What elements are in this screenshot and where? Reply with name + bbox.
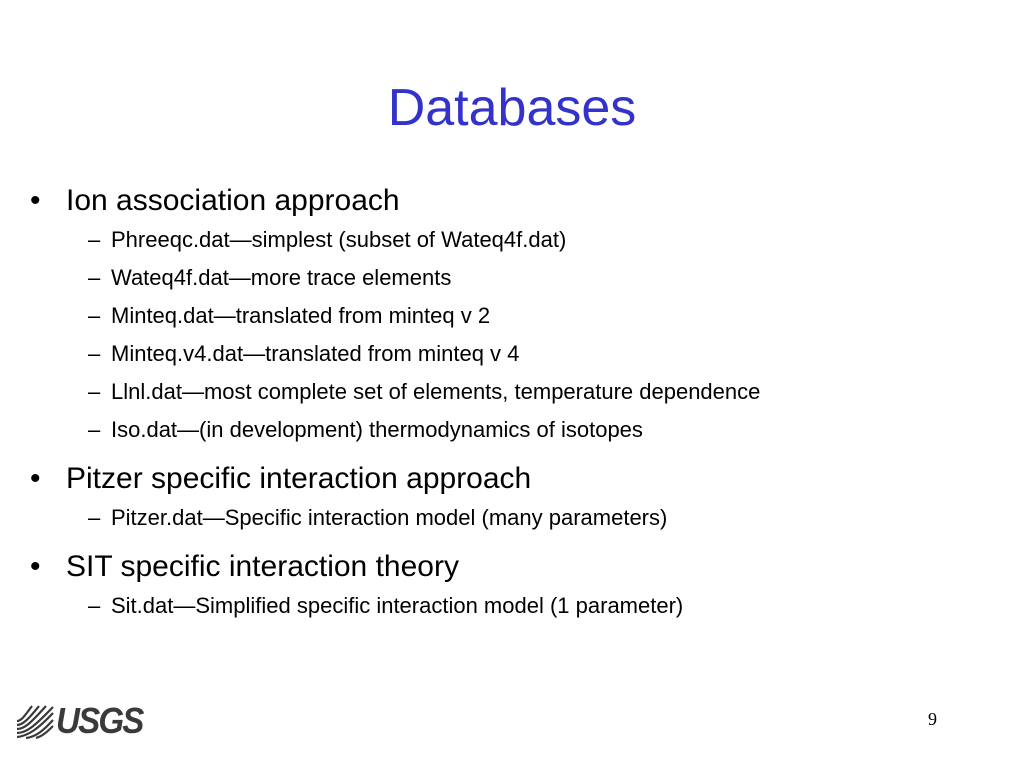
sub-bullet-text: Llnl.dat—most complete set of elements, … <box>111 379 761 404</box>
sub-bullet-item: – Llnl.dat—most complete set of elements… <box>88 373 1000 411</box>
bullet-marker: • <box>30 462 41 495</box>
sub-bullet-text: Minteq.dat—translated from minteq v 2 <box>111 303 491 328</box>
sub-bullet-text: Pitzer.dat—Specific interaction model (m… <box>111 505 668 530</box>
sub-bullet-item: – Minteq.v4.dat—translated from minteq v… <box>88 335 1000 373</box>
page-number: 9 <box>928 709 937 729</box>
sub-bullet-marker: – <box>88 227 101 252</box>
sub-bullet-item: – Iso.dat—(in development) thermodynamic… <box>88 411 1000 449</box>
usgs-wave-icon <box>16 703 54 739</box>
sub-bullet-text: Iso.dat—(in development) thermodynamics … <box>111 417 643 442</box>
sub-bullet-marker: – <box>88 303 101 328</box>
sub-bullet-item: – Minteq.dat—translated from minteq v 2 <box>88 297 1000 335</box>
sub-bullet-marker: – <box>88 505 101 530</box>
bullet-text: Pitzer specific interaction approach <box>66 462 532 495</box>
sub-bullet-marker: – <box>88 341 101 366</box>
slide-title: Databases <box>387 79 637 137</box>
usgs-logo-text: USGS <box>55 700 144 741</box>
sub-bullet-item: – Wateq4f.dat—more trace elements <box>88 259 1000 297</box>
sub-bullet-text: Wateq4f.dat—more trace elements <box>111 265 452 290</box>
bullet-text: Ion association approach <box>66 184 400 217</box>
bullet-list: • Ion association approach – Phreeqc.dat… <box>30 181 1000 625</box>
sub-bullet-text: Minteq.v4.dat—translated from minteq v 4 <box>111 341 520 366</box>
sub-bullet-text: Sit.dat—Simplified specific interaction … <box>111 593 684 618</box>
sub-bullet-marker: – <box>88 265 101 290</box>
sub-bullet-item: – Sit.dat—Simplified specific interactio… <box>88 587 1000 625</box>
sub-bullet-item: – Pitzer.dat—Specific interaction model … <box>88 499 1000 537</box>
sub-bullet-item: – Phreeqc.dat—simplest (subset of Wateq4… <box>88 221 1000 259</box>
usgs-logo: USGS <box>16 701 150 741</box>
sub-bullet-marker: – <box>88 593 101 618</box>
bullet-item: • Ion association approach <box>30 181 1000 221</box>
bullet-marker: • <box>30 550 41 583</box>
bullet-marker: • <box>30 184 41 217</box>
sub-bullet-marker: – <box>88 379 101 404</box>
sub-bullet-text: Phreeqc.dat—simplest (subset of Wateq4f.… <box>111 227 567 252</box>
sub-bullet-marker: – <box>88 417 101 442</box>
bullet-item: • Pitzer specific interaction approach <box>30 459 1000 499</box>
bullet-item: • SIT specific interaction theory <box>30 547 1000 587</box>
bullet-text: SIT specific interaction theory <box>66 550 459 583</box>
